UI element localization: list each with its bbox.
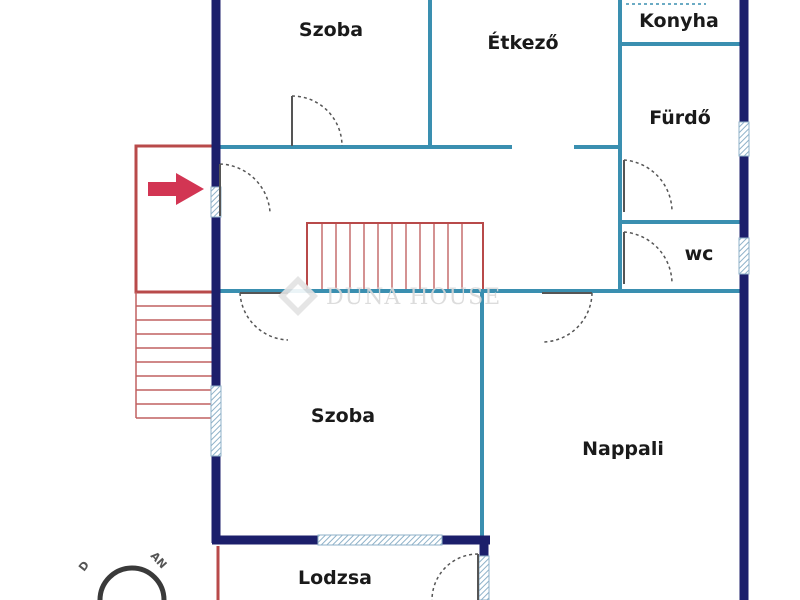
watermark-brand: DUNA HOUSE [326, 285, 501, 310]
stamp-seal: D AN [76, 549, 169, 600]
room-label-szoba-mid: Szoba [311, 405, 375, 427]
room-label-furdo: Fürdő [649, 107, 711, 129]
interior-stairs [306, 222, 484, 292]
diamond-logo-icon [278, 276, 318, 316]
entrance-arrow-icon [148, 173, 204, 205]
watermark: DUNA HOUSE [278, 276, 501, 316]
stamp-text-right: AN [148, 549, 170, 571]
doors [219, 95, 673, 600]
room-label-lodzsa: Lodzsa [298, 567, 372, 589]
room-label-nappali: Nappali [582, 438, 664, 460]
room-label-konyha: Konyha [639, 10, 719, 32]
stamp-text-left: D [76, 559, 92, 574]
room-label-wc: wc [685, 243, 714, 265]
room-label-etkezo: Étkező [487, 31, 558, 54]
room-label-szoba-top: Szoba [299, 19, 363, 41]
